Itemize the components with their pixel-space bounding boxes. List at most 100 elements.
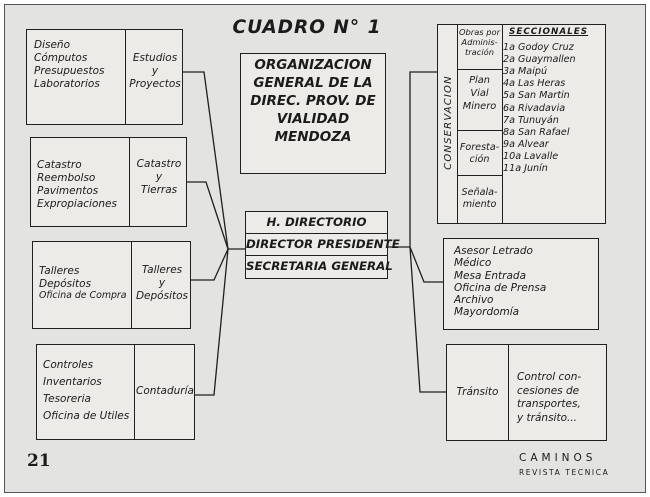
divider — [457, 25, 458, 223]
unit-label: Foresta- — [459, 142, 500, 153]
unit-label: Estudios — [132, 52, 178, 64]
unit-label: Catastro — [136, 158, 182, 170]
divider — [457, 69, 502, 70]
item-label: Oficina de Utiles — [43, 410, 130, 422]
talleres-unit: Talleres y Depósitos — [134, 264, 190, 303]
seccionales-header: SECCIONALES — [509, 27, 589, 37]
seccional-item: 4a Las Heras — [503, 78, 566, 90]
secretaria-general-label: SECRETARIA GENERAL — [246, 259, 393, 273]
item-label: Reembolso — [37, 172, 96, 184]
unit-label: Proyectos — [129, 78, 181, 90]
estudios-unit: Estudios y Proyectos — [128, 52, 182, 91]
item-label: Asesor Letrado — [454, 245, 533, 257]
unit-label: Plan — [469, 75, 490, 86]
estudios-box: Diseño Cómputos Presupuestos Laboratorio… — [26, 29, 183, 125]
item-label: Inventarios — [43, 376, 102, 388]
masthead-subtitle: REVISTA TECNICA — [519, 468, 610, 477]
unit-label: Contaduría — [136, 385, 194, 397]
masthead-title: CAMINOS — [519, 452, 597, 464]
divider — [129, 138, 130, 226]
senalamiento-unit: Señala- miento — [457, 187, 502, 211]
seccional-item: 3a Maipú — [503, 66, 548, 78]
unit-label: y — [155, 171, 163, 183]
unit-label: tración — [465, 47, 494, 57]
item-label: Mesa Entrada — [454, 269, 527, 282]
contaduria-box: Controles Inventarios Tesoreria Oficina … — [36, 344, 195, 440]
unit-label: Adminis- — [461, 37, 498, 47]
contaduria-items: Controles Inventarios Tesoreria Oficina … — [43, 357, 129, 425]
divider — [508, 345, 509, 440]
conservacion-label-wrap: CONSERVACION — [440, 30, 456, 214]
item-label: Depósitos — [39, 278, 92, 290]
divider — [131, 242, 132, 328]
item-label: Mayordomía — [454, 306, 520, 319]
unit-label: Tierras — [140, 184, 178, 196]
talleres-items: Talleres Depósitos Oficina de Compra — [39, 265, 127, 301]
asesor-box: Asesor Letrado Médico Mesa Entrada Ofici… — [443, 238, 599, 330]
seccional-item: 9a Alvear — [503, 138, 549, 150]
unit-label: Minero — [462, 101, 497, 112]
unit-label: Talleres — [141, 264, 183, 276]
page-number: 21 — [27, 451, 51, 471]
unit-label: Señala- — [461, 187, 498, 198]
plan-vial-unit: Plan Vial Minero — [457, 74, 502, 113]
divider — [134, 345, 135, 439]
divider — [457, 175, 502, 176]
item-label: Oficina de Prensa — [454, 281, 547, 294]
estudios-items: Diseño Cómputos Presupuestos Laboratorio… — [34, 39, 105, 91]
seccionales-items: 1a Godoy Cruz 2a Guaymallen 3a Maipú 4a … — [503, 42, 605, 175]
unit-label: y — [151, 65, 159, 77]
seccional-item: 10a Lavalle — [503, 150, 559, 162]
item-label: y tránsito... — [517, 411, 578, 424]
item-label: transportes, — [517, 398, 581, 410]
transito-box: Tránsito Control con- cesiones de transp… — [446, 344, 607, 441]
obras-unit: Obras por Adminis- tración — [457, 27, 502, 57]
item-label: Tesoreria — [43, 393, 91, 405]
organization-line: ORGANIZACION — [254, 57, 372, 73]
item-label: Pavimentos — [37, 185, 99, 197]
transito-items: Control con- cesiones de transportes, y … — [517, 371, 581, 425]
organization-line: DIREC. PROV. DE — [250, 93, 376, 109]
catastro-unit: Catastro y Tierras — [132, 158, 186, 197]
unit-label: Obras por — [458, 27, 500, 37]
seccional-item: 7a Tunuyán — [503, 114, 559, 126]
organization-line: MENDOZA — [274, 129, 352, 145]
divider — [125, 30, 126, 124]
organization-line: GENERAL DE LA — [253, 75, 373, 91]
transito-unit: Tránsito — [456, 386, 499, 398]
contaduria-unit: Contaduría — [135, 385, 195, 398]
conservacion-label: CONSERVACION — [442, 74, 454, 170]
item-label: cesiones de — [517, 384, 580, 397]
item-label: Oficina de Compra — [39, 290, 127, 301]
unit-label: miento — [462, 199, 497, 210]
item-label: Talleres — [39, 265, 80, 277]
seccional-item: 8a San Rafael — [503, 126, 570, 138]
unit-label: y — [158, 277, 166, 289]
unit-label: Vial — [470, 88, 489, 99]
catastro-box: Catastro Reembolso Pavimentos Expropiaci… — [30, 137, 187, 227]
organization-box: ORGANIZACION GENERAL DE LA DIREC. PROV. … — [240, 53, 386, 174]
unit-label: ción — [469, 154, 490, 165]
catastro-items: Catastro Reembolso Pavimentos Expropiaci… — [37, 159, 117, 211]
item-label: Cómputos — [34, 52, 88, 64]
directorio-box: H. DIRECTORIO DIRECTOR PRESIDENTE SECRET… — [245, 211, 400, 279]
item-label: Control con- — [517, 371, 582, 383]
forestacion-unit: Foresta- ción — [457, 142, 502, 166]
item-label: Catastro — [37, 159, 82, 171]
item-label: Controles — [43, 359, 94, 371]
item-label: Laboratorios — [34, 78, 100, 90]
item-label: Presupuestos — [34, 65, 105, 77]
seccional-item: 5a San Martin — [503, 90, 570, 102]
divider — [502, 25, 503, 223]
seccional-item: 6a Rivadavia — [503, 102, 566, 114]
seccionales-list: SECCIONALES 1a Godoy Cruz 2a Guaymallen … — [503, 26, 605, 175]
item-label: Diseño — [34, 39, 71, 51]
seccional-item: 11a Junín — [503, 163, 548, 175]
item-label: Médico — [454, 257, 492, 270]
conservacion-units: Obras por Adminis- tración Plan Vial Min… — [457, 24, 502, 224]
director-presidente-label: DIRECTOR PRESIDENTE — [246, 234, 400, 256]
seccional-item: 2a Guaymallen — [503, 54, 576, 66]
organization-line: VIALIDAD — [276, 111, 350, 127]
item-label: Archivo — [454, 294, 494, 307]
